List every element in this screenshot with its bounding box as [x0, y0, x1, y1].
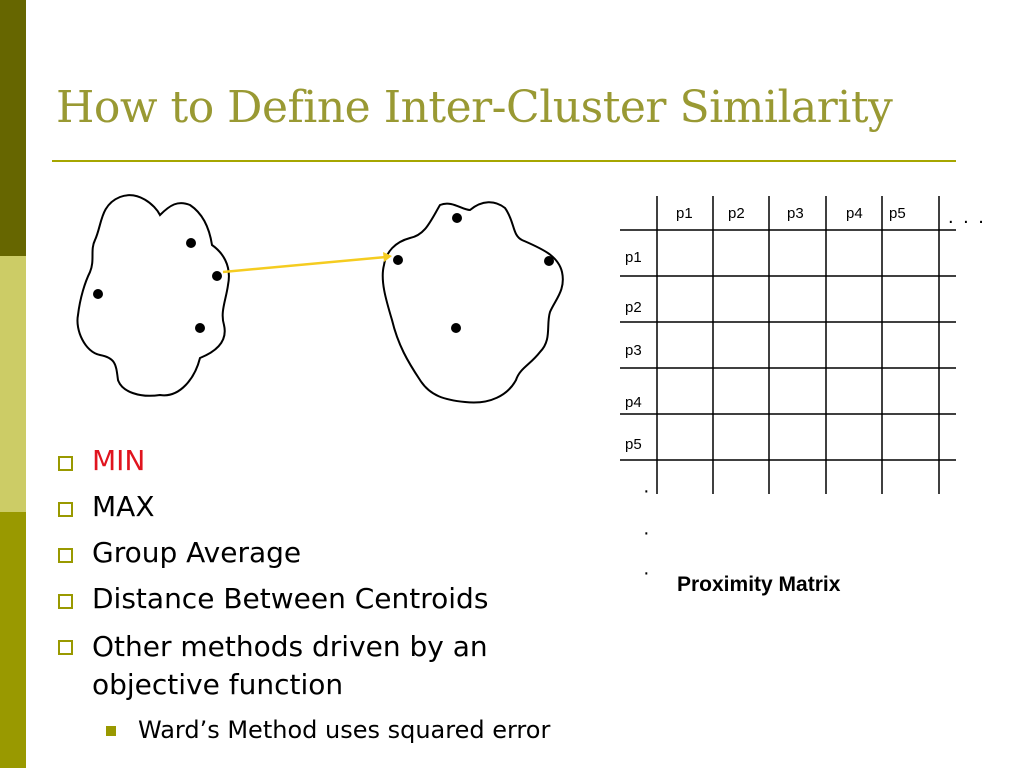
- bullet-item: Distance Between Centroids: [58, 582, 488, 616]
- square-bullet-icon: [58, 640, 73, 655]
- sub-bullet-text: Ward’s Method uses squared error: [138, 716, 551, 744]
- matrix-col-header: p3: [787, 205, 804, 222]
- sub-bullet-item: Ward’s Method uses squared error: [106, 716, 551, 744]
- cluster-point: [451, 323, 461, 333]
- cluster-point: [544, 256, 554, 266]
- matrix-col-ellipsis: . . .: [948, 206, 986, 228]
- bullet-text: Group Average: [92, 536, 302, 569]
- matrix-row-header: p1: [625, 249, 642, 266]
- cluster-point: [212, 271, 222, 281]
- sidebar-segment-light: [0, 256, 26, 512]
- cluster-point: [452, 213, 462, 223]
- left-cluster-outline: [76, 194, 230, 397]
- matrix-col-header: p2: [728, 205, 745, 222]
- matrix-col-header: p1: [676, 205, 693, 222]
- title-underline: [52, 160, 956, 162]
- bullet-item: Other methods driven by an objective fun…: [58, 628, 488, 704]
- square-bullet-icon: [58, 548, 73, 563]
- matrix-row-ellipsis-dot: ·: [643, 480, 650, 502]
- sidebar-decoration: [0, 0, 26, 768]
- bullet-item: MAX: [58, 490, 488, 524]
- cluster-point: [195, 323, 205, 333]
- bullet-text-line1: Other methods driven by an: [92, 630, 488, 663]
- arrow-head: [383, 252, 392, 262]
- matrix-row-header: p2: [625, 299, 642, 316]
- sidebar-segment-dark: [0, 0, 26, 256]
- bullet-text: MAX: [92, 490, 155, 523]
- cluster-point: [93, 289, 103, 299]
- filled-square-bullet-icon: [106, 726, 116, 736]
- matrix-row-header: p4: [625, 394, 642, 411]
- proximity-matrix-grid: [620, 196, 956, 494]
- bullet-text-line2: objective function: [92, 668, 344, 701]
- matrix-col-header: p5: [889, 205, 906, 222]
- matrix-caption: Proximity Matrix: [677, 573, 841, 596]
- min-distance-arrow: [222, 255, 387, 274]
- method-list: MIN MAX Group Average Distance Between C…: [58, 444, 488, 704]
- bullet-text: MIN: [92, 444, 146, 477]
- bullet-text: Distance Between Centroids: [92, 582, 489, 615]
- matrix-row-header: p5: [625, 436, 642, 453]
- matrix-row-ellipsis-dot: ·: [643, 562, 650, 584]
- right-cluster-outline: [381, 201, 564, 404]
- square-bullet-icon: [58, 502, 73, 517]
- matrix-row-header: p3: [625, 342, 642, 359]
- cluster-point: [393, 255, 403, 265]
- bullet-item: MIN: [58, 444, 488, 478]
- bullet-item: Group Average: [58, 536, 488, 570]
- matrix-row-ellipsis-dot: ·: [643, 522, 650, 544]
- cluster-point: [186, 238, 196, 248]
- sidebar-segment-mid: [0, 512, 26, 768]
- matrix-col-header: p4: [846, 205, 863, 222]
- slide-title: How to Define Inter-Cluster Similarity: [56, 82, 893, 133]
- square-bullet-icon: [58, 456, 73, 471]
- square-bullet-icon: [58, 594, 73, 609]
